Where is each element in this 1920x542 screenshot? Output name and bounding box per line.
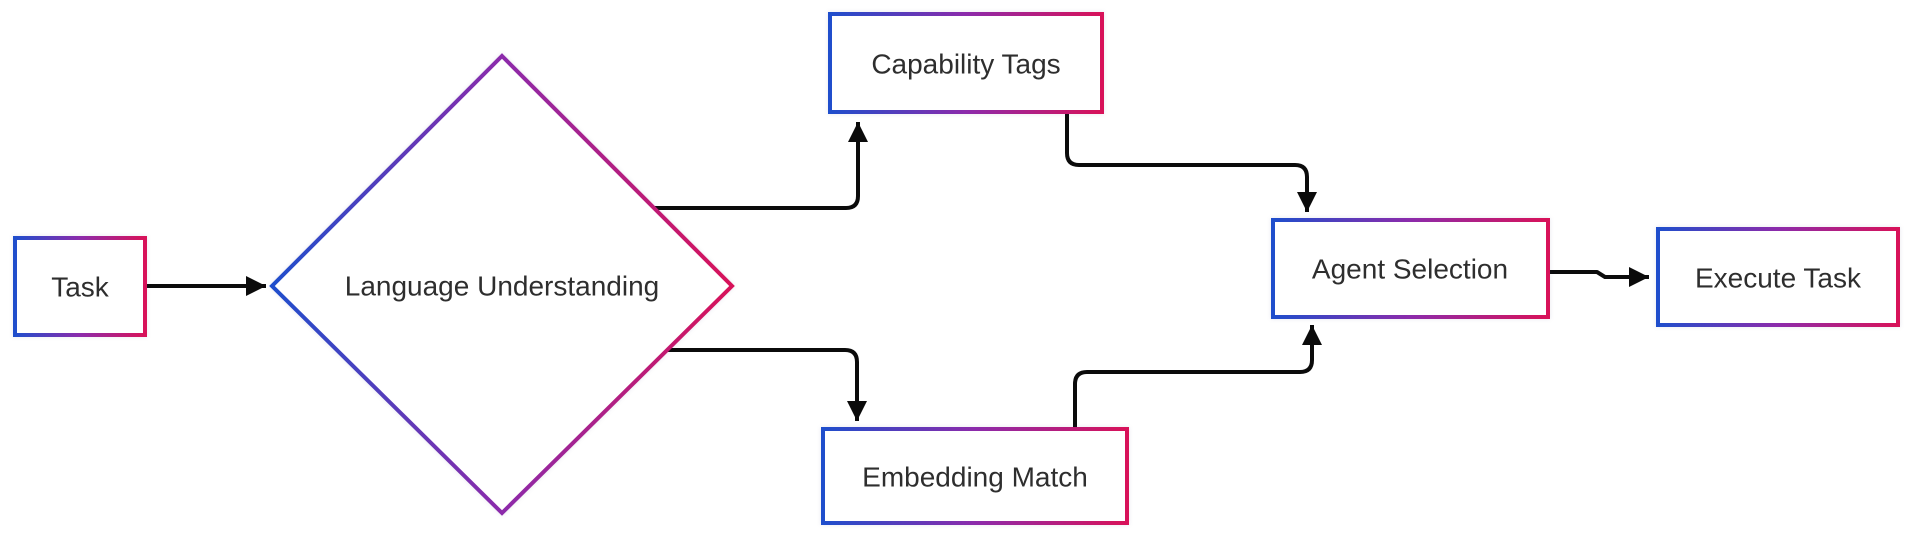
node-execute-task: Execute Task (1656, 227, 1900, 327)
node-agent-selection: Agent Selection (1271, 218, 1550, 319)
edge-capability-tags-to-agent-selection (1065, 112, 1317, 212)
edge-language-understanding-to-capability-tags (654, 122, 868, 210)
node-capability-tags-shape (828, 12, 1104, 114)
node-task-label: Task (51, 272, 110, 303)
node-capability-tags: Capability Tags (828, 12, 1104, 114)
edge-embedding-match-to-agent-selection (1073, 325, 1322, 428)
node-agent-selection-shape (1271, 218, 1550, 319)
node-agent-selection-label: Agent Selection (1312, 254, 1508, 285)
node-language-understanding: Language Understanding (269, 53, 735, 516)
node-embedding-match-shape (821, 427, 1129, 525)
node-task-shape (13, 236, 147, 337)
edge-agent-selection-to-execute-task (1548, 267, 1649, 287)
node-embedding-match-label: Embedding Match (862, 462, 1088, 493)
node-embedding-match: Embedding Match (821, 427, 1129, 525)
edge-language-understanding-to-embedding-match (665, 348, 867, 421)
node-execute-task-label: Execute Task (1695, 263, 1862, 294)
node-execute-task-shape (1656, 227, 1900, 327)
node-capability-tags-label: Capability Tags (871, 49, 1060, 80)
node-language-understanding-shape (269, 53, 735, 516)
node-language-understanding-label: Language Understanding (345, 271, 659, 302)
node-task: Task (13, 236, 147, 337)
